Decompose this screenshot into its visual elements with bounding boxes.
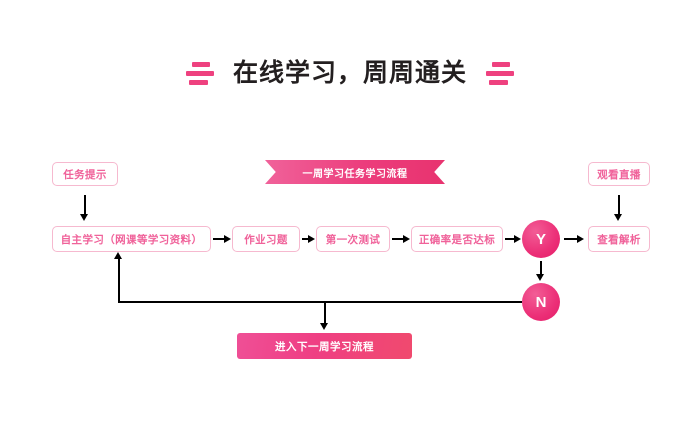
arrow-right-yes-analysis (577, 235, 584, 243)
node-first-test[interactable]: 第一次测试 (316, 226, 390, 252)
connector-accuracy-to-yes (505, 238, 516, 240)
section-banner-label: 一周学习任务学习流程 (302, 168, 408, 180)
node-watch-live-label: 观看直播 (597, 168, 641, 181)
node-self-study[interactable]: 自主学习（网课等学习资料） (52, 226, 211, 252)
connector-live-to-analysis (618, 195, 620, 215)
page-title-text: 在线学习，周周通关 (232, 58, 467, 87)
node-first-test-label: 第一次测试 (325, 233, 381, 246)
decision-yes[interactable]: Y (522, 220, 560, 258)
node-homework-label: 作业习题 (244, 233, 288, 246)
decision-no-label: N (535, 293, 547, 311)
arrow-right-test-accuracy (403, 235, 410, 243)
node-watch-live[interactable]: 观看直播 (588, 162, 650, 186)
node-accuracy-check[interactable]: 正确率是否达标 (411, 226, 503, 252)
node-self-study-label: 自主学习（网课等学习资料） (60, 233, 203, 246)
cta-next-week[interactable]: 进入下一周学习流程 (237, 333, 412, 359)
node-view-analysis-label: 查看解析 (597, 233, 641, 246)
node-task-prompt[interactable]: 任务提示 (52, 162, 118, 186)
node-view-analysis[interactable]: 查看解析 (588, 226, 650, 252)
connector-yes-to-analysis (564, 238, 578, 240)
arrow-down-yes-no (536, 274, 544, 281)
decision-no[interactable]: N (522, 283, 560, 321)
connector-study-to-homework (213, 238, 225, 240)
cta-next-week-label: 进入下一周学习流程 (275, 340, 374, 353)
node-task-prompt-label: 任务提示 (63, 168, 107, 181)
decision-yes-label: Y (535, 230, 546, 248)
arrow-down-live-analysis (614, 214, 622, 221)
connector-no-loopback (118, 301, 522, 303)
node-accuracy-check-label: 正确率是否达标 (418, 233, 496, 246)
page-title: 在线学习，周周通关 (0, 58, 700, 88)
connector-yes-to-no (540, 261, 542, 275)
arrow-down-prompt-study (80, 214, 88, 221)
arrow-down-loop-cta (320, 323, 328, 330)
connector-loop-to-cta (324, 302, 326, 324)
connector-loopback-up (118, 258, 120, 302)
arrow-right-study-homework (224, 235, 231, 243)
arrow-right-homework-test (308, 235, 315, 243)
triple-bar-icon-right (485, 58, 515, 88)
arrow-right-accuracy-yes (514, 235, 521, 243)
triple-bar-icon-left (185, 58, 215, 88)
arrow-up-loopback-study (114, 252, 122, 259)
connector-homework-to-test (302, 238, 309, 240)
section-banner: 一周学习任务学习流程 (265, 160, 445, 184)
connector-test-to-accuracy (392, 238, 404, 240)
connector-prompt-to-study (84, 195, 86, 215)
node-homework[interactable]: 作业习题 (232, 226, 300, 252)
